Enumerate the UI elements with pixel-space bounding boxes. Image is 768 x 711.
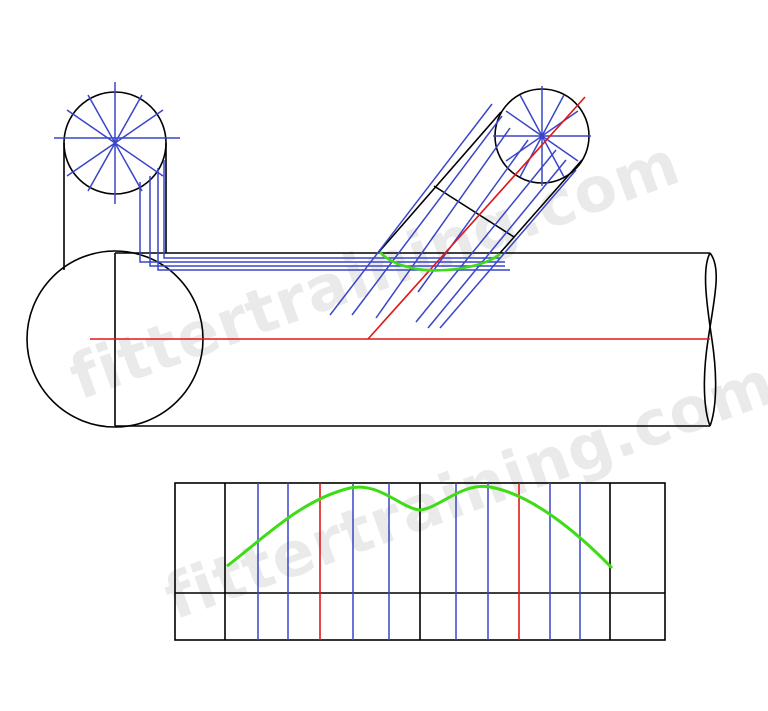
division-line bbox=[519, 94, 565, 178]
centerlines bbox=[90, 96, 710, 340]
angled-branch-cut-line bbox=[433, 185, 515, 238]
pattern-ordinates bbox=[257, 483, 581, 640]
projection-line bbox=[351, 115, 503, 316]
pattern-curve bbox=[226, 484, 614, 570]
projection-line bbox=[439, 169, 577, 329]
projection-line bbox=[427, 159, 567, 329]
projection-line bbox=[139, 182, 505, 263]
division-line bbox=[87, 94, 143, 192]
angled-branch-projections bbox=[329, 103, 577, 329]
projection-line bbox=[375, 127, 511, 319]
main-pipe bbox=[26, 250, 718, 428]
projection-line bbox=[417, 139, 529, 293]
angled-branch-centerline bbox=[367, 96, 586, 340]
main-pipe-break-end bbox=[703, 252, 718, 427]
pattern-center-ordinates bbox=[319, 483, 520, 640]
projection-line bbox=[329, 103, 493, 316]
projection-line bbox=[415, 149, 557, 323]
intersection-curve bbox=[379, 251, 501, 272]
angled-branch-left-edge bbox=[377, 111, 502, 254]
vertical-branch-divisions bbox=[54, 82, 180, 204]
projection-line bbox=[157, 168, 510, 271]
projection-line bbox=[149, 176, 505, 267]
main-pipe-break-end-back bbox=[704, 252, 717, 427]
